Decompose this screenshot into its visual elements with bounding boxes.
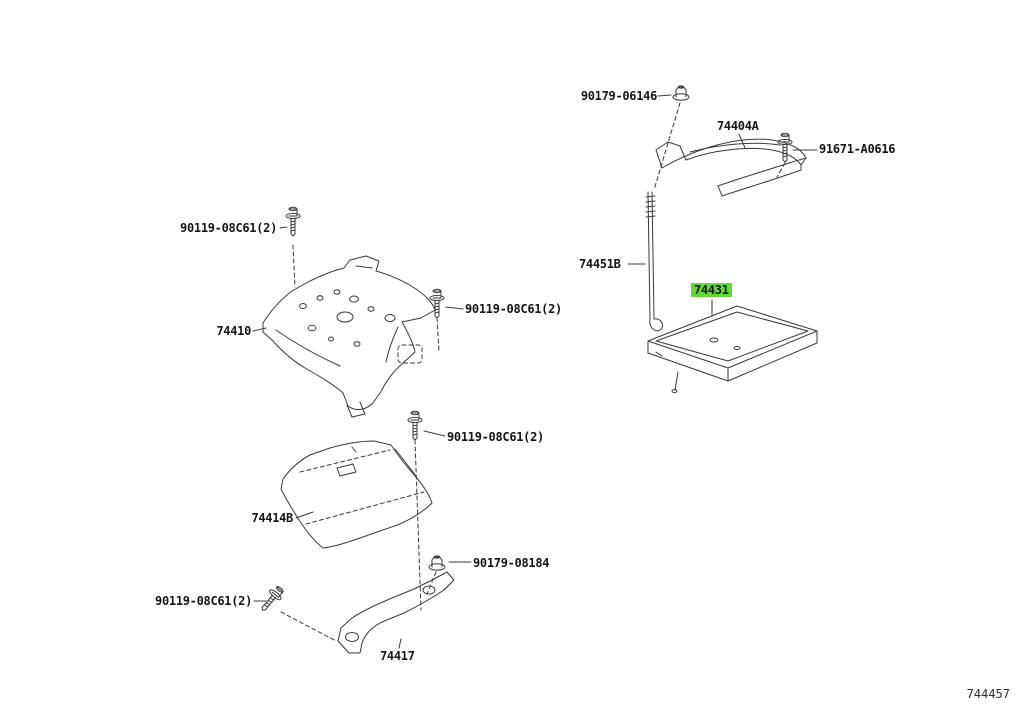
- part-label-90179-06146[interactable]: 90179-06146: [580, 89, 657, 103]
- part-label-74414B[interactable]: 74414B: [251, 511, 293, 525]
- part-label-90119-08C61-right[interactable]: 90119-08C61(2): [465, 302, 562, 316]
- part-label-90119-08C61-middle[interactable]: 90119-08C61(2): [447, 430, 544, 444]
- assembly-axis-lines: [280, 102, 786, 642]
- battery-carrier-drawing: [262, 255, 436, 418]
- carrier-bracket-drawing: [337, 571, 455, 654]
- carrier-lower-drawing: [280, 440, 433, 549]
- part-label-74404A[interactable]: 74404A: [717, 119, 759, 133]
- part-label-74410[interactable]: 74410: [216, 324, 251, 338]
- part-label-90179-08184[interactable]: 90179-08184: [473, 556, 550, 570]
- part-label-74451B[interactable]: 74451B: [579, 257, 621, 271]
- j-bolt-drawing: [645, 191, 663, 332]
- nut-icon: [428, 85, 690, 571]
- leader-lines: [252, 94, 818, 649]
- part-label-74417[interactable]: 74417: [380, 649, 415, 663]
- part-label-91671-A0616[interactable]: 91671-A0616: [819, 142, 896, 156]
- part-label-90119-08C61-bottom-left[interactable]: 90119-08C61(2): [155, 594, 252, 608]
- battery-clamp-drawing: [655, 138, 807, 197]
- part-label-90119-08C61-top-left[interactable]: 90119-08C61(2): [180, 221, 277, 235]
- bolt-icon: [256, 132, 793, 616]
- battery-tray-drawing: [647, 305, 818, 393]
- diagram-number: 744457: [966, 687, 1010, 701]
- part-label-74431-selected[interactable]: 74431: [691, 283, 732, 297]
